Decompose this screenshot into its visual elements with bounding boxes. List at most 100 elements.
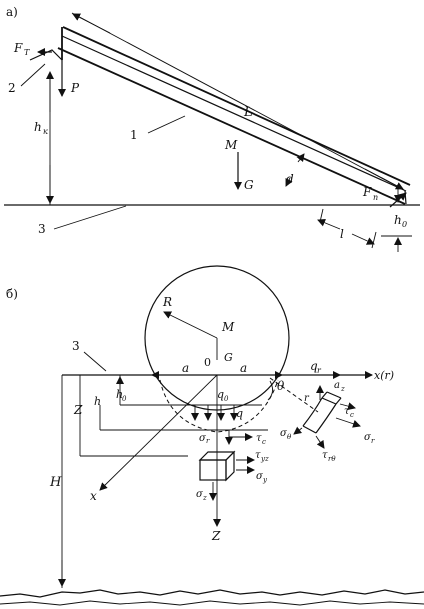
gravity-label: G	[244, 178, 254, 192]
l-arrow-top	[72, 13, 111, 34]
stress-cube	[198, 450, 236, 482]
sigma-theta-subscript: θ	[287, 433, 292, 441]
top-support-roof	[29, 49, 63, 61]
q0-subscript: 0	[224, 395, 229, 403]
hk-symbol: h	[34, 120, 42, 134]
a-z-subscript: z	[340, 385, 345, 393]
radius-arrow	[163, 311, 218, 339]
a-left-label: a	[182, 361, 189, 375]
gravity-label-b: G	[224, 351, 233, 364]
z-dim-label: Z	[73, 403, 83, 417]
sigma-r-right-symbol: σ	[364, 432, 372, 443]
theta-label: θ	[277, 379, 285, 393]
curved-element-depth-1	[321, 391, 328, 399]
theta-arc	[267, 380, 273, 401]
curved-element-depth-2	[335, 397, 342, 405]
beam-bottom-edge	[57, 47, 406, 205]
rough-ground-shade	[0, 600, 424, 606]
a-z-symbol: a	[334, 380, 340, 391]
tau-c-subscript: c	[262, 438, 266, 446]
l-small-label: l	[340, 227, 344, 241]
support-number: 2	[8, 81, 16, 95]
tau-yz-subscript: yz	[260, 455, 269, 463]
sigma-r-right-arrow	[335, 417, 361, 428]
beam-number: 1	[130, 128, 138, 142]
tau-c2-arrow	[339, 402, 356, 411]
surface-leader	[83, 351, 107, 372]
curved-element-top-edge	[321, 397, 337, 405]
curved-element-inner-arc	[302, 397, 323, 427]
sigma-theta-symbol: σ	[280, 428, 288, 439]
hk-subscript: к	[43, 127, 48, 136]
qr-symbol: q	[310, 359, 318, 373]
qr-subscript: r	[317, 366, 322, 375]
l-small-tick-left	[319, 208, 324, 223]
h-big-label: H	[49, 475, 62, 490]
panel-a-label: а)	[6, 5, 18, 19]
length-label: L	[243, 105, 253, 120]
curved-element-bottom-edge	[302, 425, 317, 434]
tau-c2-subscript: c	[350, 411, 354, 419]
sigma-r-small-subscript: r	[206, 437, 210, 445]
r-label: r	[304, 393, 310, 404]
sigma-y-subscript: y	[262, 476, 268, 484]
curved-element-back-edge	[326, 391, 342, 399]
sigma-r-right-subscript: r	[371, 437, 375, 445]
surface-number: 3	[72, 339, 80, 353]
fn-subscript: n	[373, 193, 378, 202]
thickness-label: d	[286, 172, 294, 186]
tau-yz-symbol: τ	[255, 450, 261, 461]
l-small-arrow-left	[317, 218, 341, 230]
ft-symbol: F	[13, 41, 23, 55]
cube-side	[225, 450, 235, 482]
l-small-tick-right	[371, 231, 377, 249]
l-dimension-line	[71, 12, 405, 191]
tau-rtheta-subscript: rθ	[328, 455, 336, 463]
radial-dashed-line	[269, 377, 319, 413]
l-small-arrow-right	[351, 233, 375, 245]
cube-front	[199, 459, 227, 481]
panel-b-label: б)	[6, 287, 18, 301]
curved-element-outer-arc	[315, 403, 337, 434]
h0-symbol: h	[394, 213, 402, 227]
l-arrow-bottom	[364, 168, 404, 190]
ground-number: 3	[38, 222, 46, 236]
z-axis-label: Z	[211, 529, 221, 543]
p-label: P	[70, 81, 80, 95]
d-arrow-bottom	[285, 177, 293, 187]
a-right-label: a	[240, 361, 247, 375]
sigma-z-symbol: σ	[196, 489, 204, 500]
h0-b-subscript: 0	[122, 395, 127, 403]
tau-rtheta-symbol: τ	[322, 450, 328, 461]
x-diagonal-label: x	[90, 489, 97, 503]
rough-ground	[0, 589, 424, 598]
beam-top-edge	[62, 26, 411, 186]
center-mass-label: M	[221, 320, 235, 334]
fn-symbol: F	[362, 185, 372, 199]
sigma-theta-arrow	[293, 426, 303, 435]
deformed-contour	[159, 379, 279, 433]
q-label: q	[236, 407, 243, 420]
q0-symbol: q	[217, 388, 224, 401]
ft-subscript: T	[24, 48, 30, 57]
x-diagonal-axis	[99, 374, 218, 491]
sigma-z-subscript: z	[202, 494, 207, 502]
mass-center-label: M	[224, 138, 238, 152]
h0-subscript: 0	[402, 220, 407, 229]
sigma-r-small-symbol: σ	[199, 433, 207, 444]
tau-rtheta-arrow	[315, 435, 325, 449]
curved-element	[302, 391, 342, 434]
support-leader	[20, 63, 46, 87]
h-label: h	[94, 395, 101, 408]
d-arrow-top	[296, 153, 305, 163]
tau-c2-symbol: τ	[344, 406, 350, 417]
beam-leader	[147, 115, 186, 134]
panel-a: а) 3 2 F T P h к L 1	[4, 5, 420, 252]
ground-leader	[53, 205, 127, 230]
beam-centerline	[61, 35, 407, 192]
h0-b-symbol: h	[116, 388, 123, 401]
origin-label: 0	[204, 356, 211, 369]
panel-b: б) R M 0 G x(r) 3 a a q r h 0 h	[0, 265, 424, 606]
sigma-y-symbol: σ	[256, 471, 264, 482]
